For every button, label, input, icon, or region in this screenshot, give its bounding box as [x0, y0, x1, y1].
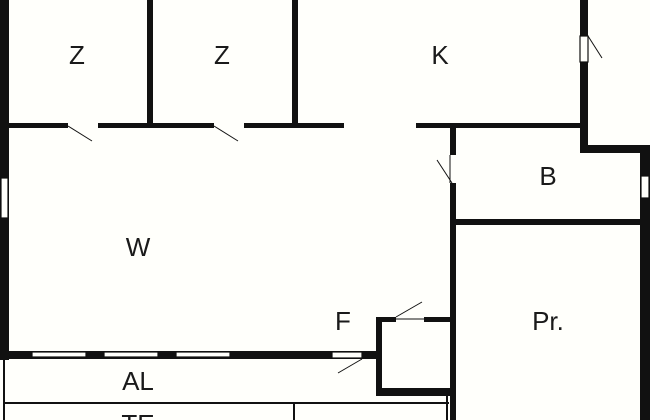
wall-partition-z2-k — [292, 0, 298, 128]
windows — [0, 35, 650, 359]
window-living-bottom-3 — [175, 351, 231, 358]
door-z2-threshold — [214, 122, 244, 126]
window-left-wall — [0, 177, 9, 219]
wall-bath-storage — [450, 219, 645, 225]
room-label-bottom-partial: TE — [121, 409, 154, 420]
door-z2-leaf — [213, 125, 239, 142]
room-label-hall: F — [335, 306, 351, 336]
doors — [67, 35, 603, 374]
wall-row-top-c — [244, 123, 344, 128]
room-label-bedroom-left: Z — [69, 40, 85, 70]
wall-row-top-a — [0, 123, 68, 128]
wall-row-top-b — [98, 123, 214, 128]
balcony-left — [3, 359, 5, 420]
window-living-bottom-2 — [103, 351, 159, 358]
room-label-storage: Pr. — [532, 306, 564, 336]
room-label-kitchen: K — [431, 40, 449, 70]
door-kitchen-window-leaf — [587, 35, 603, 59]
room-labels: Z Z K B W F Pr. AL TE — [69, 40, 564, 420]
room-label-bedroom-mid: Z — [214, 40, 230, 70]
door-z1-leaf — [67, 125, 93, 142]
room-label-living: W — [126, 232, 151, 262]
door-z1-threshold — [68, 122, 98, 126]
room-label-balcony: AL — [122, 366, 154, 396]
lower-partition — [293, 404, 295, 420]
door-balcony-frame — [331, 351, 363, 359]
window-kitchen-right — [579, 35, 589, 63]
wall-partition-z1-z2 — [147, 0, 153, 128]
window-right-wall — [640, 175, 650, 199]
wall-living-right-lower — [450, 183, 456, 420]
door-closet-leaf — [395, 301, 423, 318]
wall-right-outer — [640, 145, 650, 420]
wall-hall-top-left — [378, 317, 396, 322]
wall-living-right-upper — [450, 123, 456, 155]
wall-hall-bottom — [376, 388, 454, 396]
wall-hall-top-right — [424, 317, 454, 322]
room-label-bathroom: B — [539, 161, 556, 191]
window-living-bottom-1 — [31, 351, 87, 358]
door-balcony-leaf — [337, 358, 363, 374]
wall-step-top — [580, 145, 650, 153]
wall-kitchen-right — [580, 0, 588, 152]
balcony-bottom-line — [3, 402, 449, 404]
wall-row-top-d — [416, 123, 586, 128]
balcony-right-line — [446, 396, 448, 420]
